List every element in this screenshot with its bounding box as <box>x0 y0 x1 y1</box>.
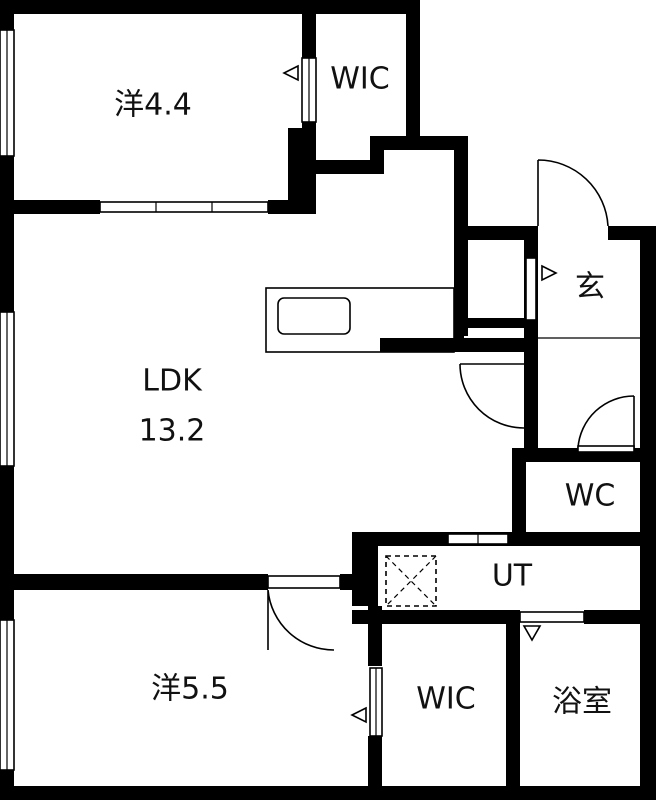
windows <box>0 29 585 771</box>
wall-pillar-top <box>288 128 316 214</box>
wall-ut-bottom-a <box>352 610 520 624</box>
window-bath-top <box>519 611 585 623</box>
wall-top <box>0 0 420 14</box>
door-bedroom-bottom-jamb <box>267 575 341 589</box>
door-hall-swing <box>459 363 525 429</box>
wall-wic-bottom <box>316 160 380 174</box>
room-label-utility: UT <box>492 559 533 594</box>
doors <box>267 57 635 737</box>
arrow-left-icon <box>350 706 367 724</box>
wall-entrance-top-left <box>454 226 538 240</box>
room-label-western-top: 洋4.4 <box>114 88 192 123</box>
room-label-western-bottom: 洋5.5 <box>151 672 229 707</box>
wall-ut-bottom-b <box>584 610 656 624</box>
room-label-entrance: 玄 <box>575 270 605 305</box>
room-label-ldk: LDK <box>142 364 203 399</box>
room-label-wic-bottom: WIC <box>416 682 475 717</box>
kitchen-counter <box>265 287 455 353</box>
sliding-door-entrance <box>525 257 537 321</box>
door-wc-swing <box>577 395 635 449</box>
wall-wc-left <box>512 448 526 544</box>
wall-right-outer <box>640 226 656 800</box>
wall-bottom-outer <box>0 786 656 800</box>
door-bedroom-bottom-swing <box>267 589 335 651</box>
wall-bedroom-top-bottom-a <box>0 200 100 214</box>
wall-closet-bottom <box>454 318 538 328</box>
washing-machine-pan <box>385 555 437 607</box>
room-label-ldk-size: 13.2 <box>139 414 206 449</box>
kitchen-sink <box>277 297 351 335</box>
wall-closet-inner <box>454 318 464 338</box>
wall-wic-top-right <box>406 0 420 150</box>
wall-bedroom-bottom-right-low <box>368 736 382 800</box>
window-bedroom-top-bottom <box>99 201 269 213</box>
wall-bedroom-bottom-right <box>368 606 382 666</box>
room-label-wc: WC <box>565 479 616 514</box>
wall-ldk-bottom-a <box>0 574 268 590</box>
room-label-bathroom: 浴室 <box>552 685 612 720</box>
door-entrance-swing <box>537 159 609 227</box>
wc-door-jamb <box>577 445 635 453</box>
room-labels: 洋4.4 WIC LDK 13.2 玄 WC UT 洋5.5 WIC 浴室 <box>114 62 615 720</box>
arrow-down-icon <box>522 625 542 642</box>
wall-ut-left <box>352 532 378 606</box>
arrow-right-icon <box>541 264 558 282</box>
arrow-left-icon <box>282 64 299 82</box>
room-label-wic-top: WIC <box>330 62 389 97</box>
wall-wic-top-left <box>302 0 316 58</box>
wall-jog-top <box>370 136 466 150</box>
fixtures <box>265 287 640 607</box>
wall-wic-bath-divider <box>506 610 520 800</box>
